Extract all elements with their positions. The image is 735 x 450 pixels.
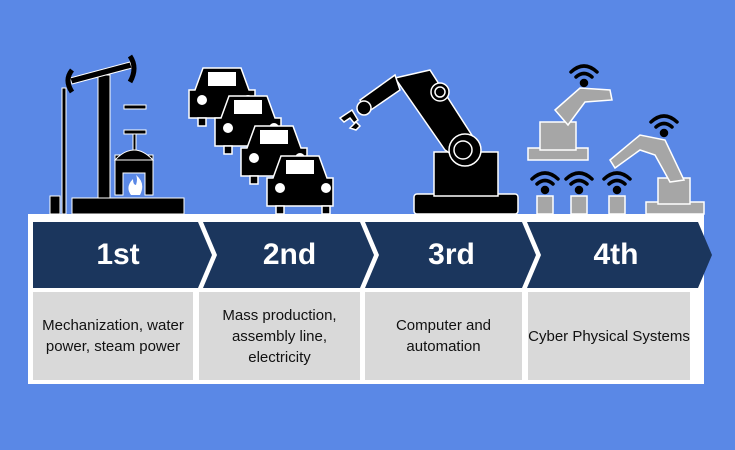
assembly-line-cars-icon (188, 67, 334, 215)
chevron-2nd (203, 222, 374, 288)
stage-description-2: Mass production, assembly line, electric… (199, 292, 360, 380)
stage-label-4: 4th (593, 238, 639, 271)
chevron-1st (33, 222, 212, 288)
chevron-4th (527, 222, 712, 288)
stage-description-3: Computer and automation (365, 292, 522, 380)
stage-label-1: 1st (96, 238, 140, 271)
chevron-3rd (365, 222, 536, 288)
stage-description-1: Mechanization, water power, steam power (33, 292, 193, 380)
robot-arm-icon (338, 69, 519, 215)
connected-robots-icon (527, 87, 705, 215)
stage-label-2: 2nd (262, 238, 317, 271)
stage-description-4: Cyber Physical Systems (528, 292, 690, 380)
wifi-icons (530, 64, 679, 195)
steam-engine-icon (49, 54, 185, 215)
stage-label-3: 3rd (428, 238, 475, 271)
